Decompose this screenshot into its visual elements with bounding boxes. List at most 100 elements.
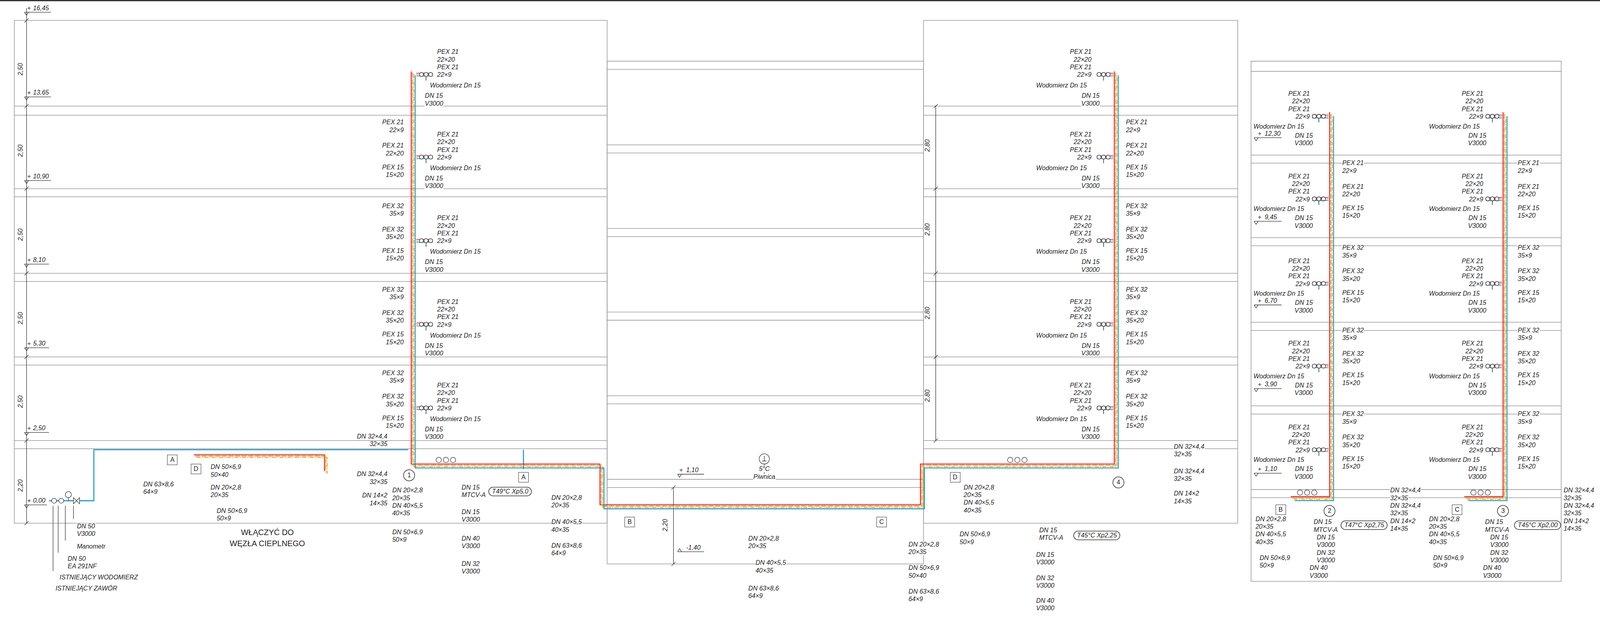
pipe-spec: 22×9 (1468, 196, 1484, 203)
pipe-spec: PEX 32 (1341, 350, 1364, 358)
thermostat-tag: T49°C Xp5,0 (488, 487, 532, 497)
pipe-spec: DN 50×6,9 (391, 529, 423, 536)
pipe-spec: PEX 15 (1341, 372, 1364, 379)
elevation-mark: 13,65 (32, 89, 50, 96)
pipe-spec: 22×20 (1073, 56, 1092, 63)
pipe-spec: DN 15 (1294, 299, 1314, 307)
pipe-spec: 14×35 (1389, 525, 1409, 533)
pipe-spec: PEX 21 (1069, 382, 1092, 389)
node-text: B (1278, 506, 1283, 514)
pipe-spec: DN 20×2,8 (210, 484, 242, 492)
dimension: 2,50 (17, 62, 24, 77)
pipe-spec: PEX 32 (381, 203, 404, 210)
pipe-spec: PEX 21 (1461, 90, 1484, 98)
pipe-spec: DN 40 (1482, 565, 1502, 572)
pipe-spec: 22×9 (436, 405, 452, 412)
pipe-spec: DN 15 (461, 484, 480, 492)
pipe-spec: 50×40 (908, 573, 927, 580)
pipe-spec: 35×20 (1517, 442, 1536, 449)
pipe-spec: DN 50 (67, 556, 86, 563)
pipe-spec: DN 15 (1489, 534, 1509, 541)
pipe-spec: PEX 32 (1341, 244, 1364, 252)
elevation-mark: 2,50 (32, 425, 46, 432)
pipe-spec: DN 40×5,5 (1255, 531, 1287, 538)
pipe-spec: 64×9 (142, 489, 159, 496)
pipe-spec: PEX 32 (1125, 310, 1148, 317)
pipe-spec: PEX 32 (381, 226, 404, 233)
callout-number: 2 (1323, 505, 1336, 518)
pipe-spec: PEX 21 (1287, 439, 1311, 446)
pipe-spec: PEX 32 (1125, 370, 1148, 377)
pipe-spec: 40×35 (755, 567, 774, 575)
pipe-spec: DN 15 (1035, 552, 1055, 559)
meter-label: Wodomierz Dn 15 (1428, 290, 1480, 298)
pipe-spec: 22×9 (1076, 154, 1092, 161)
pipe-spec: 35×20 (385, 317, 404, 324)
pipe-spec: DN 15 (424, 259, 444, 266)
meter-label: Wodomierz Dn 15 (1428, 205, 1480, 213)
dimension: 2,50 (17, 144, 24, 158)
pipe-spec: DN 32×4,4 (356, 471, 388, 478)
pipe-spec: 20×35 (210, 492, 229, 499)
pipe-spec: 22×20 (1073, 306, 1092, 313)
meter-label: Wodomierz Dn 15 (1035, 82, 1088, 89)
pipe-spec: PEX 15 (1125, 164, 1148, 171)
pipe-spec: 35×9 (1517, 252, 1533, 260)
pipe-spec: PEX 15 (1517, 289, 1540, 297)
callout-number: 4 (1112, 476, 1125, 489)
pipe-spec: DN 15 (1316, 534, 1336, 541)
pipe-spec: V3000 (1294, 307, 1314, 315)
pipe-spec: PEX 15 (1341, 205, 1364, 212)
pipe-spec: 15×20 (1341, 297, 1361, 304)
pipe-spec: PEX 21 (1125, 119, 1148, 126)
pipe-spec: DN 63×8,6 (748, 585, 780, 593)
pipe-spec: V3000 (461, 568, 481, 576)
pipe-spec: DN 15 (424, 426, 444, 433)
pipe-spec: 15×20 (1517, 463, 1536, 471)
note: WŁĄCZYĆ DO (240, 528, 294, 537)
pipe-spec: PEX 21 (436, 382, 460, 389)
dimension: 2,20 (17, 479, 24, 493)
ref-box: C (1451, 504, 1463, 516)
meter-label: Wodomierz Dn 15 (1253, 373, 1305, 380)
pipe-spec: 22×9 (388, 127, 404, 134)
pipe-spec: 35×20 (1517, 276, 1536, 283)
pipe-spec: 20×35 (391, 495, 411, 502)
pipe-spec: PEX 21 (1069, 131, 1092, 138)
pipe-spec: DN 15 (1468, 132, 1487, 140)
pipe-spec: PEX 21 (1069, 314, 1092, 321)
pipe-spec: PEX 15 (381, 415, 404, 422)
pipe-spec: 35×9 (388, 294, 404, 301)
pipe-spec: 22×20 (1517, 191, 1536, 198)
pipe-spec: 22×20 (1464, 432, 1484, 439)
pipe-spec: 22×20 (1341, 191, 1361, 198)
elevation-mark: 1,10 (685, 467, 699, 474)
pipe-spec: 35×20 (1341, 442, 1361, 449)
pipe-spec: 35×20 (1341, 358, 1361, 365)
pipe-spec: 35×9 (1125, 210, 1141, 218)
pipe-spec: PEX 21 (1287, 340, 1311, 347)
pipe-spec: 22×20 (1291, 180, 1311, 188)
pipe-spec: V3000 (1489, 542, 1509, 549)
pipe-spec: DN 40×5,5 (391, 502, 423, 510)
pipe-spec: PEX 32 (1125, 286, 1148, 294)
node-text: 3 (1501, 508, 1505, 515)
pipe-spec: DN 15 (424, 92, 444, 100)
pipe-spec: 22×9 (1468, 281, 1484, 288)
node-text: A (521, 474, 526, 481)
pipe-spec: DN 15 (1081, 426, 1100, 433)
pipe-spec: PEX 15 (1341, 456, 1364, 463)
pipe-spec: DN 63×8,6 (142, 481, 175, 488)
dimension: 2,20 (662, 519, 669, 533)
pipe-spec: 22×9 (1517, 167, 1533, 175)
pipe-spec: PEX 15 (1517, 205, 1540, 212)
note: WĘZŁA CIEPLNEGO (229, 539, 306, 548)
pipe-spec: DN 20×2,8 (748, 535, 780, 543)
pipe-spec: 22×20 (436, 139, 456, 146)
pipe-spec: PEX 32 (1341, 434, 1364, 441)
pipe-spec: PEX 21 (1461, 424, 1484, 431)
pipe-spec: 35×20 (385, 401, 404, 408)
elevation-mark: -1,40 (685, 544, 701, 552)
thermostat-tag: T45°C Xp2,00 (1514, 520, 1562, 531)
pipe-spec: V3000 (1467, 222, 1487, 230)
